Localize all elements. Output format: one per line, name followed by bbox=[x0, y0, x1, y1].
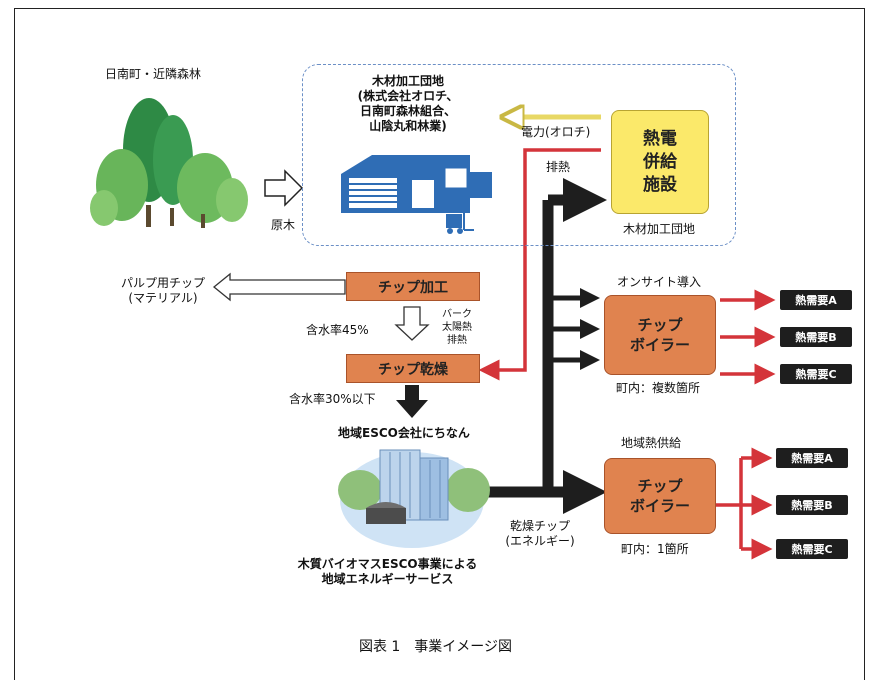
factory-icon bbox=[341, 155, 492, 213]
district-heat-arrows bbox=[716, 447, 773, 560]
forest-label: 日南町・近隣森林 bbox=[105, 67, 202, 81]
district-demand-b: 熱需要B bbox=[776, 495, 848, 515]
forklift-icon bbox=[446, 208, 474, 234]
esco-service-label: 木質バイオマスESCO事業による 地域エネルギーサービス bbox=[297, 557, 478, 586]
district-title: 地域熱供給 bbox=[621, 436, 682, 450]
chip-processing-box: チップ加工 bbox=[346, 272, 480, 301]
waste-heat-line bbox=[478, 148, 601, 381]
district-location-label: 町内：1箇所 bbox=[621, 542, 689, 556]
chp-facility-box: 熱電 併給 施設 bbox=[611, 110, 709, 214]
onsite-location-label: 町内：複数箇所 bbox=[616, 381, 701, 395]
electricity-label: 電力(オロチ) bbox=[521, 125, 591, 139]
figure-caption: 図表 1 事業イメージ図 bbox=[358, 639, 513, 655]
esco-company-label: 地域ESCO会社にちなん bbox=[338, 426, 470, 440]
chip-drying-box: チップ乾燥 bbox=[346, 354, 480, 383]
processing-to-drying-arrow bbox=[394, 306, 430, 341]
building-icon bbox=[338, 449, 490, 548]
onsite-heat-arrows bbox=[720, 289, 776, 385]
figure-frame bbox=[14, 8, 865, 680]
drying-sources-label: バーク 太陽熱 排熱 bbox=[442, 309, 472, 346]
raw-wood-label: 原木 bbox=[271, 218, 296, 232]
moisture-30-label: 含水率30%以下 bbox=[289, 392, 376, 406]
chp-location-label: 木材加工団地 bbox=[623, 222, 696, 236]
onsite-demand-b: 熱需要B bbox=[780, 327, 852, 347]
raw-wood-arrow bbox=[264, 169, 304, 207]
waste-heat-label: 排熱 bbox=[546, 160, 571, 174]
dried-chip-flow bbox=[475, 178, 607, 514]
onsite-title: オンサイト導入 bbox=[617, 275, 702, 289]
district-demand-a: 熱需要A bbox=[776, 448, 848, 468]
pulp-chip-arrow bbox=[212, 272, 346, 302]
district-boiler-box: チップ ボイラー bbox=[604, 458, 716, 534]
processing-complex-area bbox=[302, 64, 736, 246]
dried-chip-label: 乾燥チップ (エネルギー) bbox=[505, 519, 575, 548]
drying-to-esco-arrow bbox=[396, 385, 428, 418]
onsite-demand-a: 熱需要A bbox=[780, 290, 852, 310]
district-demand-c: 熱需要C bbox=[776, 539, 848, 559]
processing-complex-title: 木材加工団地 (株式会社オロチ、 日南町森林組合、 山陰丸和林業) bbox=[357, 74, 459, 133]
tree-icon bbox=[90, 98, 248, 228]
onsite-boiler-box: チップ ボイラー bbox=[604, 295, 716, 375]
onsite-demand-c: 熱需要C bbox=[780, 364, 852, 384]
pulp-chip-label: パルプ用チップ (マテリアル) bbox=[120, 276, 205, 305]
moisture-45-label: 含水率45% bbox=[306, 323, 369, 337]
